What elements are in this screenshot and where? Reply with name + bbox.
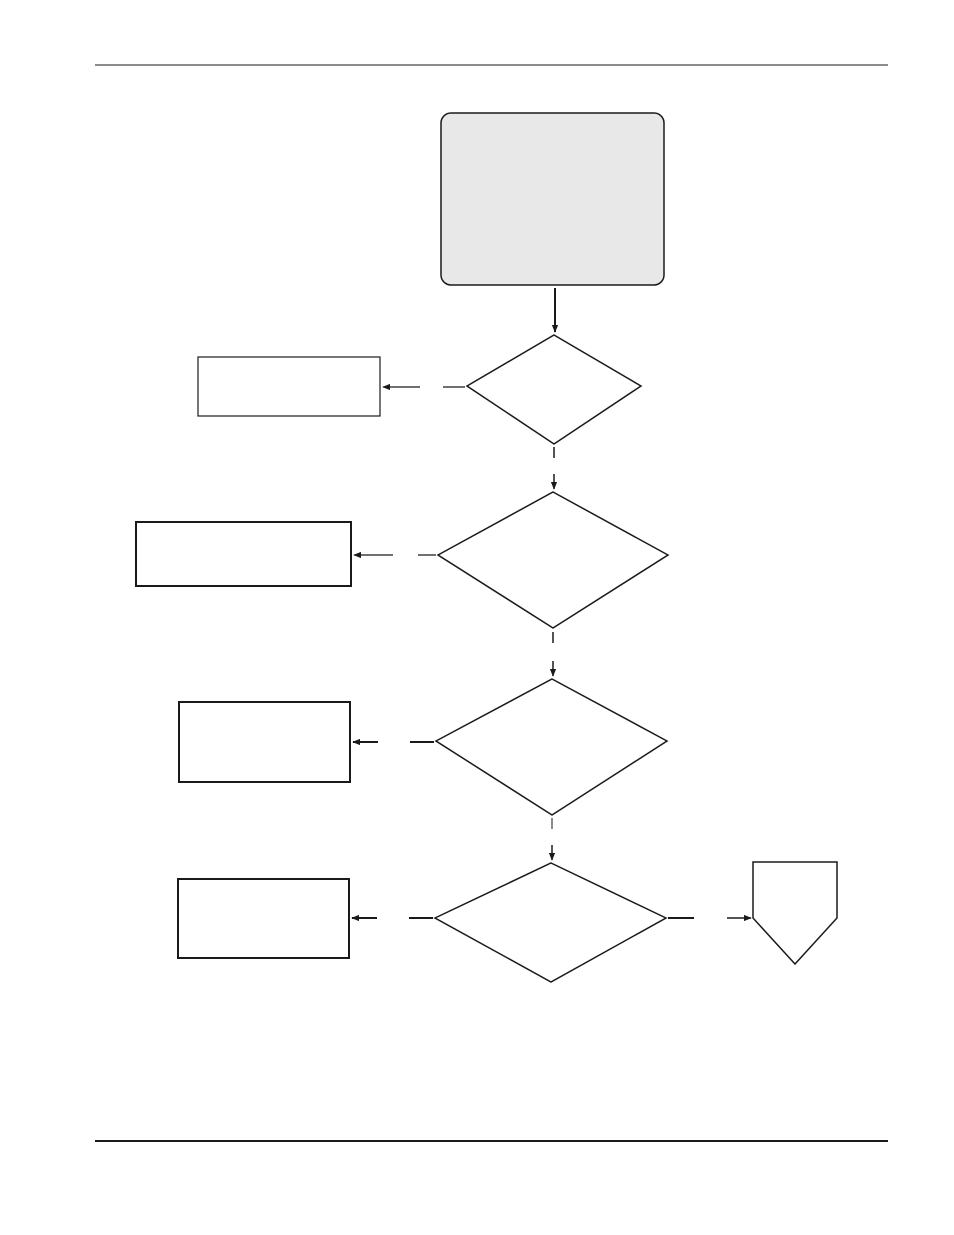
- action-box-4: [177, 878, 350, 959]
- action-box-1: [197, 356, 381, 417]
- action-box-2: [135, 521, 352, 587]
- offpage-connector: [752, 861, 838, 966]
- decision-2: [436, 491, 670, 629]
- decision-4: [433, 862, 668, 983]
- decision-1: [465, 334, 643, 445]
- action-box-3: [178, 701, 351, 783]
- decision-3: [434, 678, 669, 816]
- start-box: [440, 112, 665, 286]
